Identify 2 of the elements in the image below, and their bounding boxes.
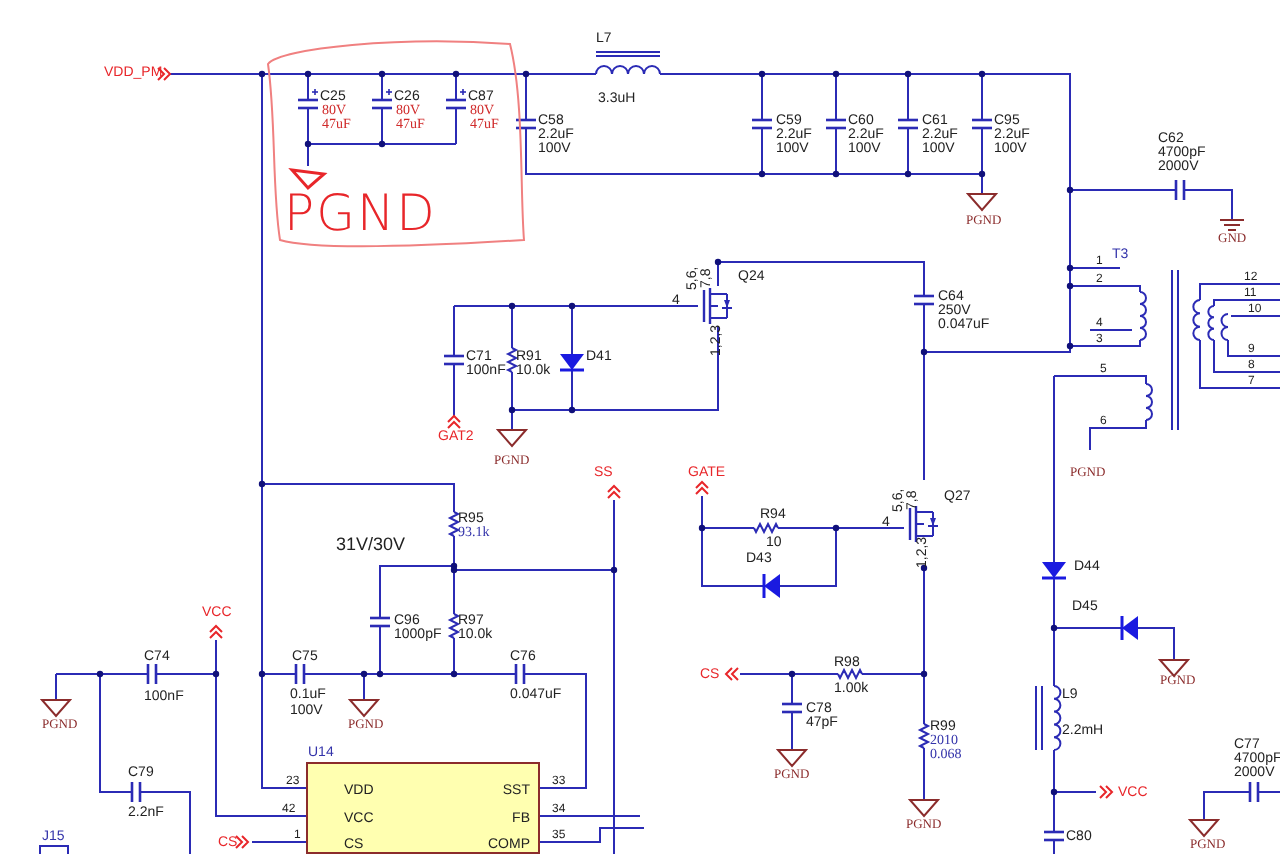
handwritten-note: PGND (284, 188, 437, 238)
part-label: 31V/30V (336, 536, 406, 554)
